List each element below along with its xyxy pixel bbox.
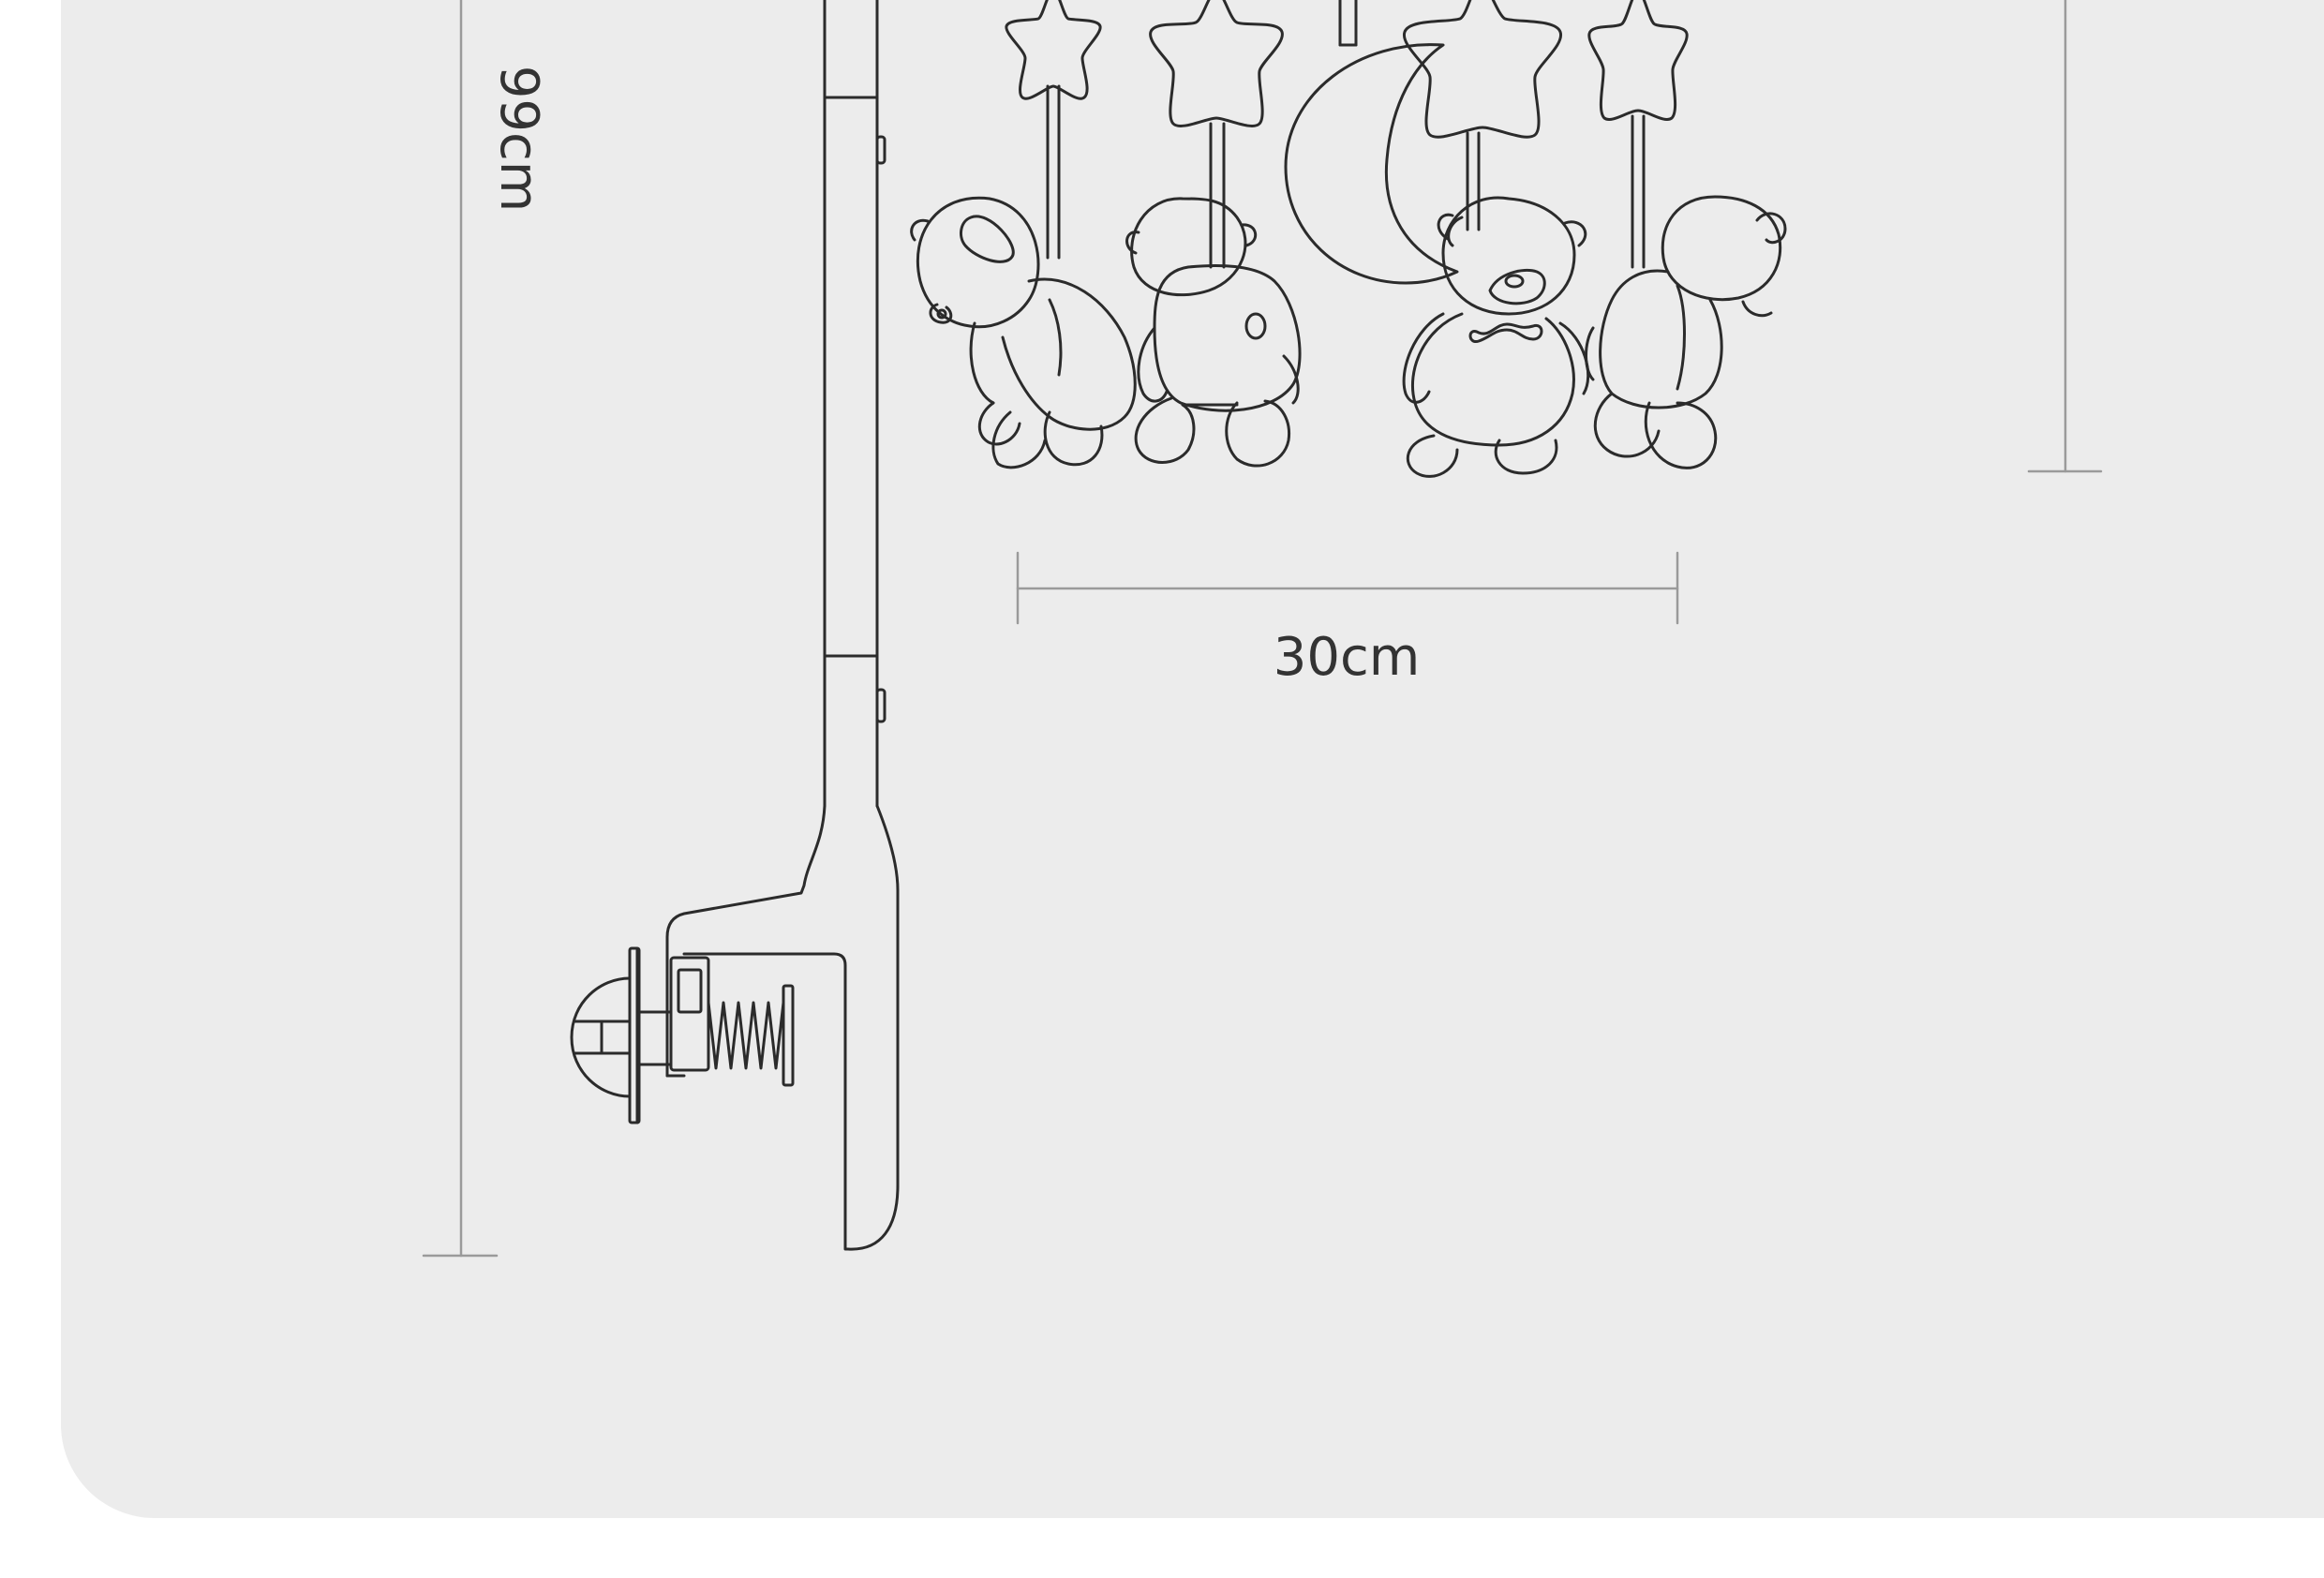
star-icon-4 — [1587, 0, 1689, 121]
height-dimension-line — [422, 0, 499, 1258]
moon-icon — [1284, 43, 1459, 285]
height-dimension-label: 99cm — [488, 65, 549, 213]
bear-toy-2 — [1125, 197, 1302, 468]
clamp-screw — [570, 946, 795, 1124]
width-dimension-label: 30cm — [1273, 627, 1421, 688]
diagram-panel — [61, 0, 2324, 1518]
star-icon-3 — [1403, 0, 1562, 139]
mobile-pole — [823, 0, 886, 808]
star-icon-1 — [1005, 0, 1102, 100]
width-dimension-line — [1016, 551, 1679, 625]
right-dimension-line — [2027, 0, 2103, 473]
bear-toy-4 — [1585, 195, 1787, 469]
star-icon-2 — [1149, 0, 1284, 127]
crib-clamp — [665, 804, 900, 1251]
bear-toy-3 — [1402, 196, 1590, 478]
hanging-toys — [910, 0, 1787, 478]
bear-toy-1 — [910, 196, 1137, 469]
